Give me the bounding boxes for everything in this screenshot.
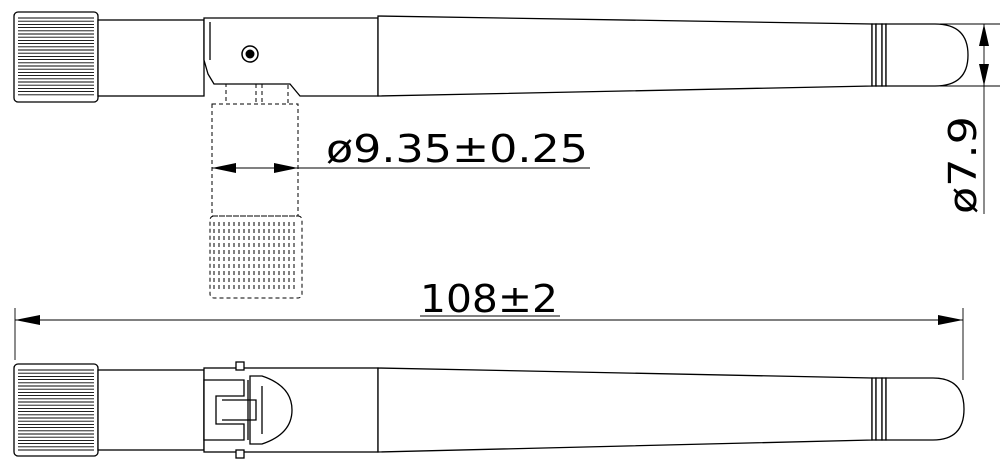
top-tip-cap bbox=[885, 23, 969, 87]
rotated-connector-ghost bbox=[209, 83, 303, 299]
bottom-tip-cap bbox=[885, 377, 965, 441]
bottom-whip-body bbox=[377, 367, 873, 453]
dim-label-overall-length: 108±2 bbox=[420, 277, 558, 321]
top-hinge-housing bbox=[203, 17, 379, 97]
bottom-knurled-nut bbox=[13, 363, 99, 457]
dim-overall-length: 108±2 bbox=[14, 277, 964, 380]
bottom-connector-sleeve bbox=[97, 369, 205, 451]
bottom-view bbox=[13, 361, 965, 459]
bottom-rings bbox=[871, 377, 887, 441]
dim-label-tip-diameter: ø7.9 bbox=[941, 116, 985, 214]
top-knurled-nut bbox=[13, 11, 99, 103]
dim-tip-diameter: ø7.9 bbox=[940, 23, 1000, 214]
dim-label-connector-diameter: ø9.35±0.25 bbox=[326, 127, 588, 171]
bottom-hinge bbox=[203, 361, 379, 459]
top-connector-sleeve bbox=[97, 19, 205, 97]
top-whip-body bbox=[377, 15, 873, 97]
top-view: ø9.35±0.25 ø7.9 bbox=[13, 11, 1000, 299]
dim-connector-diameter: ø9.35±0.25 bbox=[212, 127, 590, 173]
top-rings bbox=[871, 23, 887, 87]
